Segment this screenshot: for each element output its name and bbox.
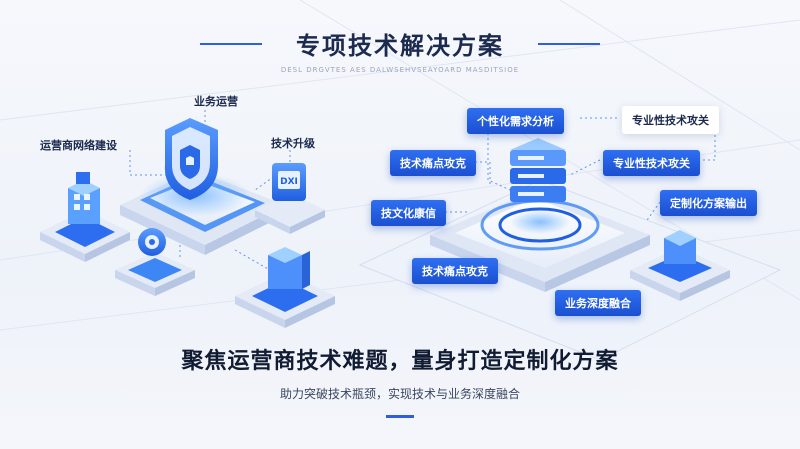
title-line-left bbox=[200, 43, 262, 45]
tag-personalized-analysis: 个性化需求分析 bbox=[467, 108, 564, 134]
tag-professional-tech-top: 专业性技术攻关 bbox=[622, 106, 719, 134]
network-cube-stack bbox=[40, 172, 130, 262]
title-line-right bbox=[538, 43, 600, 45]
server-stack-icon bbox=[510, 138, 566, 202]
shield-icon bbox=[164, 118, 218, 200]
label-tech-upgrade: 技术升级 bbox=[271, 137, 315, 150]
bottom-accent-bar bbox=[386, 415, 414, 418]
label-network-build: 运营商网络建设 bbox=[40, 139, 117, 152]
tag-professional-tech-mid: 专业性技术攻关 bbox=[603, 150, 700, 176]
tag-business-integration: 业务深度融合 bbox=[555, 290, 641, 316]
tech-upgrade-box: DXI bbox=[255, 163, 325, 234]
right-base-plate bbox=[358, 179, 782, 361]
label-business-ops: 业务运营 bbox=[194, 95, 238, 108]
page-title: 专项技术解决方案 bbox=[296, 32, 504, 60]
tag-custom-output: 定制化方案输出 bbox=[660, 190, 757, 216]
page-subtitle: DESL DRGVTES AES DALWSEHVSEAYOARD MASDIT… bbox=[280, 66, 520, 74]
tag-pain-point-top: 技术痛点攻克 bbox=[390, 150, 476, 176]
lock-node bbox=[115, 228, 195, 296]
bottom-cube-node bbox=[235, 247, 335, 328]
tagline: 助力突破技术瓶颈，实现技术与业务深度融合 bbox=[279, 387, 520, 401]
tag-tech-culture: 技文化康信 bbox=[371, 200, 446, 226]
right-small-node bbox=[630, 230, 730, 301]
main-headline: 聚焦运营商技术难题，量身打造定制化方案 bbox=[181, 349, 619, 374]
svg-text:DXI: DXI bbox=[280, 177, 298, 187]
tag-pain-point-bottom: 技术痛点攻克 bbox=[412, 258, 498, 284]
